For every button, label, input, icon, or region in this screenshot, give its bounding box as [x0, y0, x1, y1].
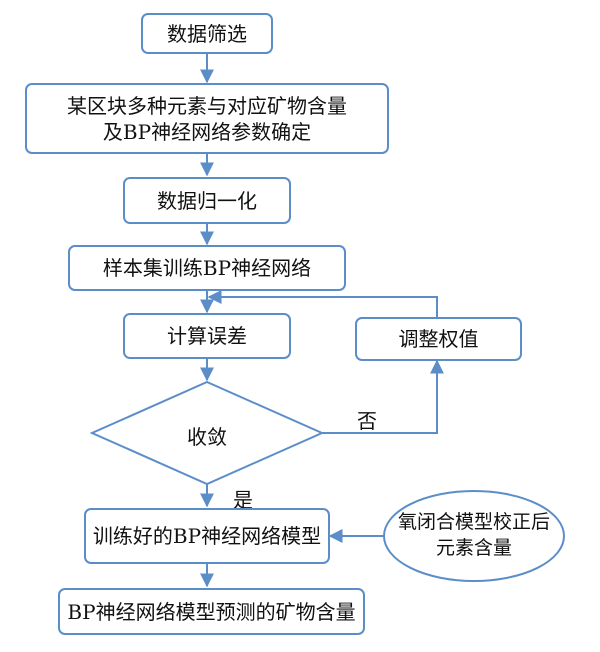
normalization-label: 数据归一化 [157, 188, 257, 213]
compute-error-label: 计算误差 [167, 324, 247, 348]
data-filter-step: 数据筛选 [141, 13, 273, 54]
corrected-content-label-line2: 元素含量 [435, 537, 512, 559]
trained-model-label: 训练好的BP神经网络模型 [92, 524, 322, 548]
corrected-content-node: 氧闭合模型校正后 元素含量 [388, 500, 560, 572]
yes-edge-label: 是 [233, 488, 253, 512]
no-edge-label: 否 [357, 409, 377, 433]
trained-model-step: 训练好的BP神经网络模型 [84, 508, 330, 564]
prediction-step: BP神经网络模型预测的矿物含量 [58, 588, 365, 635]
element-determination-label-line2: 及BP神经网络参数确定 [102, 119, 312, 144]
adjust-weights-step: 调整权值 [355, 317, 522, 361]
training-step: 样本集训练BP神经网络 [68, 245, 346, 291]
arrow-adjust-to-loop [207, 290, 438, 317]
normalization-step: 数据归一化 [123, 177, 291, 224]
element-determination-label-line1: 某区块多种元素与对应矿物含量 [67, 93, 347, 118]
corrected-content-label-line1: 氧闭合模型校正后 [397, 511, 550, 534]
element-determination-step: 某区块多种元素与对应矿物含量 及BP神经网络参数确定 [25, 83, 389, 154]
arrow-no-to-adjust [322, 359, 444, 434]
adjust-weights-label: 调整权值 [398, 327, 479, 351]
converge-label: 收敛 [187, 425, 227, 449]
compute-error-step: 计算误差 [123, 313, 291, 359]
corrected-content-ellipse-shape [383, 490, 565, 582]
prediction-label: BP神经网络模型预测的矿物含量 [67, 599, 356, 624]
training-label: 样本集训练BP神经网络 [102, 256, 312, 280]
data-filter-label: 数据筛选 [167, 21, 247, 46]
